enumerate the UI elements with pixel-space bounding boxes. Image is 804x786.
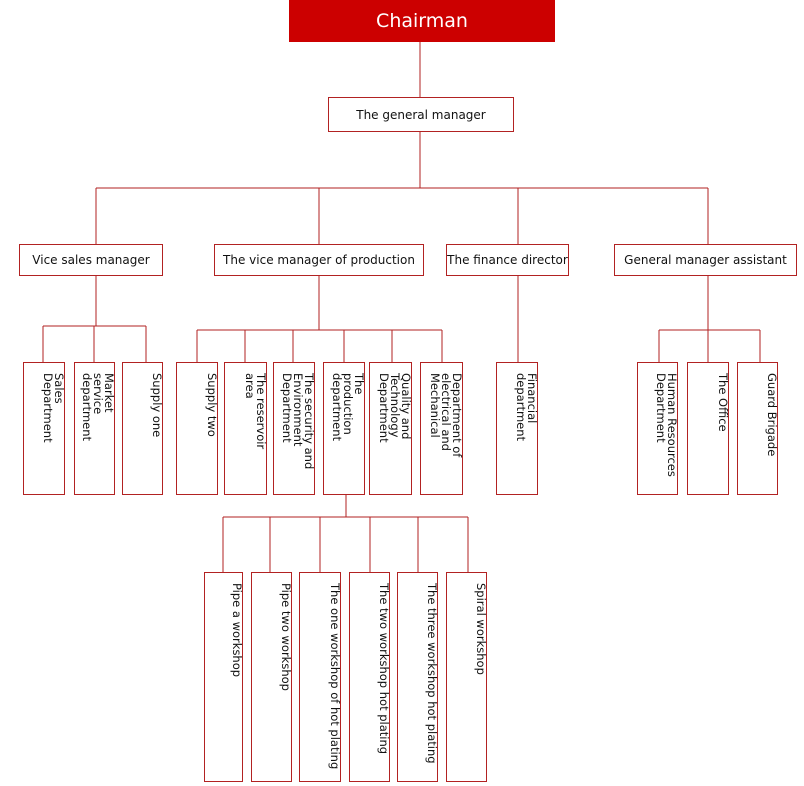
node-supply-one: Supply one [122,362,163,495]
label: The production department [330,373,365,442]
node-market-service-department: Market service department [74,362,115,495]
node-chairman: Chairman [289,0,555,42]
node-vice-sales-manager: Vice sales manager [19,244,163,276]
node-vice-production-manager: The vice manager of production [214,244,424,276]
label: The one workshop of hot plating [328,583,341,770]
node-pipe-two-workshop: Pipe two workshop [251,572,292,782]
label: The three workshop hot plating [425,583,438,764]
node-supply-two: Supply two [176,362,218,495]
label: Pipe two workshop [279,583,292,691]
node-quality-technology-department: Quality and Technology Department [369,362,412,495]
node-financial-department: Financial department [496,362,538,495]
label: Spiral workshop [474,583,487,675]
node-security-environment-department: The security and Environment Department [273,362,315,495]
label: Department of electrical and Mechanical [428,373,463,458]
node-two-workshop-hot-plating: The two workshop hot plating [349,572,390,782]
label: The two workshop hot plating [377,583,390,755]
label: The Office [716,373,729,432]
node-electrical-mechanical-department: Department of electrical and Mechanical [420,362,463,495]
node-guard-brigade: Guard Brigade [737,362,778,495]
node-one-workshop-hot-plating: The one workshop of hot plating [299,572,341,782]
label: Supply two [205,373,218,437]
label: Quality and Technology Department [377,373,412,443]
node-three-workshop-hot-plating: The three workshop hot plating [397,572,438,782]
label: Human Resources Department [654,373,678,477]
label: The reservoir area [243,373,267,450]
label: Market service department [80,373,115,442]
node-sales-department: Sales Department [23,362,65,495]
node-reservoir-area: The reservoir area [224,362,267,495]
node-production-department: The production department [323,362,365,495]
label: Pipe a workshop [230,583,243,678]
label: Financial department [514,373,538,442]
node-human-resources-department: Human Resources Department [637,362,678,495]
label: Supply one [150,373,163,438]
node-general-manager: The general manager [328,97,514,132]
node-gm-assistant: General manager assistant [614,244,797,276]
label: Sales Department [41,373,65,443]
node-finance-director: The finance director [446,244,569,276]
node-pipe-a-workshop: Pipe a workshop [204,572,243,782]
node-the-office: The Office [687,362,729,495]
label: The security and Environment Department [280,373,315,470]
label: Guard Brigade [765,373,778,457]
node-spiral-workshop: Spiral workshop [446,572,487,782]
